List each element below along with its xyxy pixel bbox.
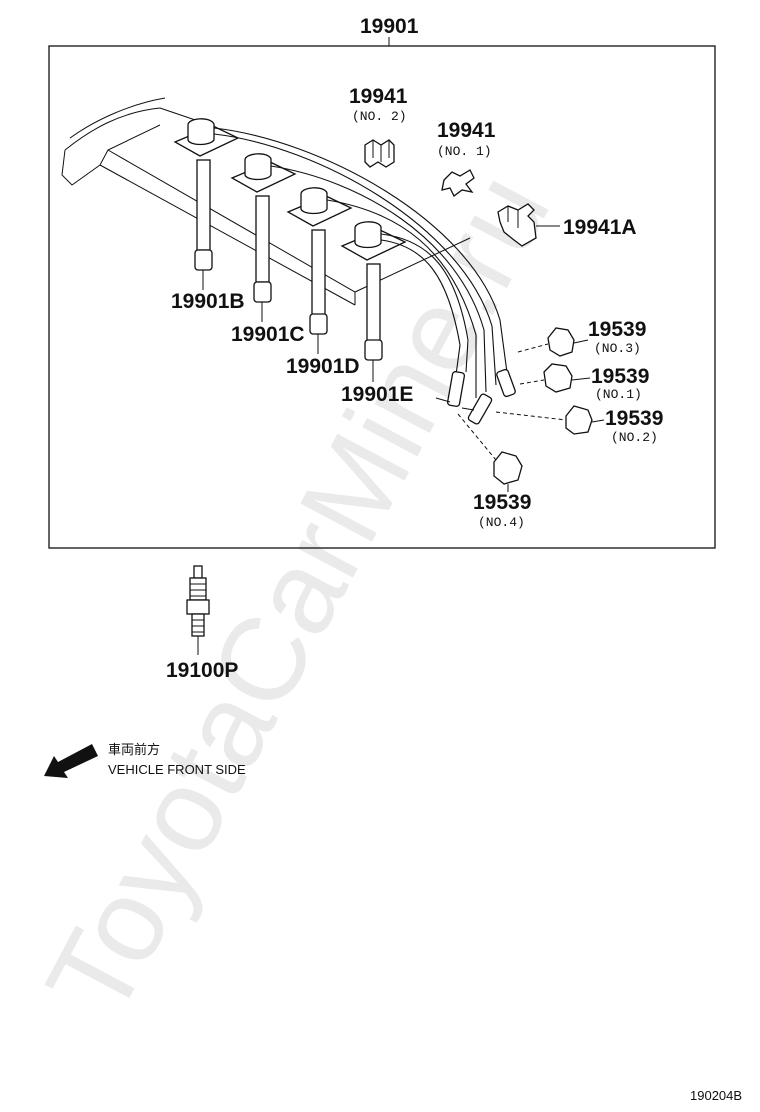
watermark: ToyotaCarMine.ru	[21, 153, 575, 1037]
clamp-19941A[interactable]	[497, 203, 560, 247]
cord-19901E[interactable]	[340, 221, 407, 361]
clamp-no2-note: (NO. 2)	[352, 109, 407, 124]
direction-label-jp: 車両前方	[108, 742, 160, 757]
holder-19539-no3[interactable]	[517, 327, 589, 357]
holder-no1-note: (NO.1)	[595, 387, 642, 402]
assembly-frame	[48, 45, 716, 549]
figure-code: 190204B	[690, 1088, 742, 1103]
holder-no4-number[interactable]: 19539	[473, 491, 531, 514]
holder-no1-number[interactable]: 19539	[591, 365, 649, 388]
wire-boots	[435, 368, 516, 425]
cord-e-number[interactable]: 19901E	[341, 383, 413, 406]
holder-19539-no4[interactable]	[457, 413, 523, 492]
clamp-no1-number[interactable]: 19941	[437, 119, 496, 142]
holder-no2-note: (NO.2)	[611, 430, 658, 445]
cord-leaders	[202, 270, 374, 382]
assembly-number[interactable]: 19901	[360, 15, 419, 38]
cord-d-number[interactable]: 19901D	[286, 355, 360, 378]
cord-19901B[interactable]	[173, 118, 240, 271]
cord-c-number[interactable]: 19901C	[231, 323, 305, 346]
holder-no4-note: (NO.4)	[478, 515, 525, 530]
clamp-19941-no2[interactable]	[364, 139, 395, 168]
cord-19901D[interactable]	[286, 187, 353, 335]
holder-no2-number[interactable]: 19539	[605, 407, 663, 430]
clamp-no1-note: (NO. 1)	[437, 144, 492, 159]
wire-bundle	[213, 127, 509, 398]
holder-no3-number[interactable]: 19539	[588, 318, 646, 341]
holder-19539-no2[interactable]	[495, 405, 605, 435]
holder-no3-note: (NO.3)	[594, 341, 641, 356]
clamp-no2-number[interactable]: 19941	[349, 85, 408, 108]
holder-19539-no1[interactable]	[519, 363, 591, 393]
arrow-down-left-icon	[44, 744, 98, 778]
spark-plug-number[interactable]: 19100P	[166, 659, 238, 682]
cord-b-number[interactable]: 19901B	[171, 290, 245, 313]
direction-label-en: VEHICLE FRONT SIDE	[108, 762, 246, 777]
cord-19901C[interactable]	[230, 153, 297, 303]
clamp-19941-no1[interactable]	[441, 169, 475, 197]
spark-plug[interactable]	[186, 565, 210, 655]
clamp-a-number[interactable]: 19941A	[563, 216, 637, 239]
